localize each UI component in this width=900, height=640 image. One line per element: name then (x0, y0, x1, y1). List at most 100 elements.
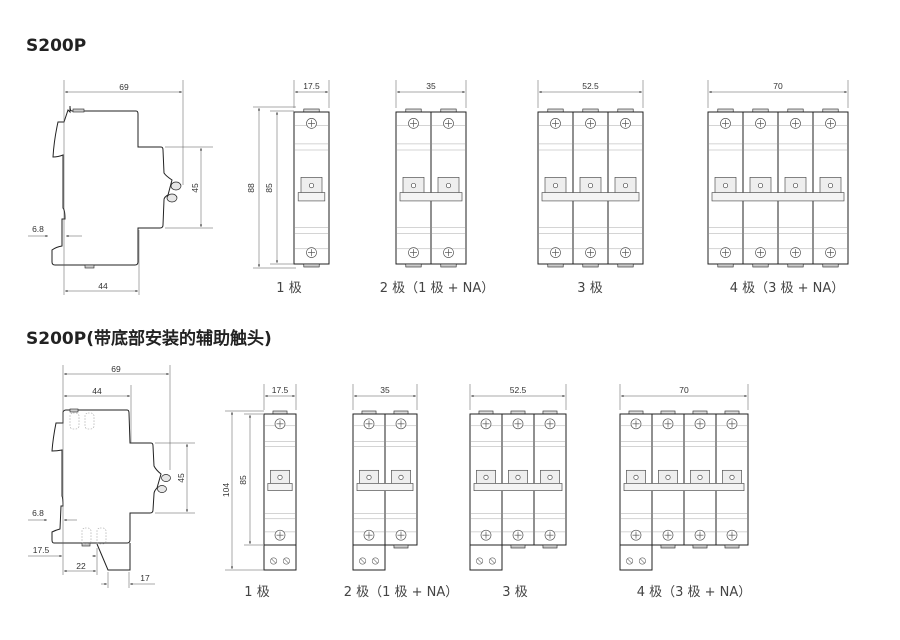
bottom-latch (81, 542, 91, 547)
top-latch (72, 108, 85, 113)
pole-caption: 1 极 (276, 281, 301, 296)
pole-module (715, 410, 749, 549)
aux-hidden-top-1 (69, 412, 80, 430)
toggle-handle (356, 483, 414, 491)
dim-height-inner: 85 (238, 475, 248, 485)
bottom-latch (752, 263, 769, 268)
aux-contact-block (619, 544, 653, 571)
bottom-latch (822, 263, 839, 268)
front-view-4-pole: 704 极（3 极 + NA） (707, 80, 849, 296)
pole-module (263, 410, 297, 546)
pole-module (812, 108, 849, 268)
front-views-s200p-aux: 17.51 极 35 2 极（1 极 + NA） 52.53 极 70 4 极（3 极 +… (244, 384, 751, 600)
dim-width: 52.5 (582, 81, 599, 91)
bottom-latch (440, 263, 457, 268)
toggle-handle (541, 192, 640, 202)
toggle-handle (297, 192, 326, 202)
pole-module (683, 410, 717, 549)
height-dimensions-s200p-aux (225, 410, 264, 571)
dim-width: 35 (426, 81, 436, 91)
front-view-1-pole: 17.5 1 极 (276, 80, 330, 296)
bottom-latch (303, 263, 320, 268)
pole-module (707, 108, 744, 268)
bottom-latch (582, 263, 599, 268)
side-view-outline (51, 409, 162, 544)
bottom-latch (717, 263, 734, 268)
indicator-icon (722, 183, 728, 189)
aux-screw-icon (638, 557, 646, 565)
width-dimension (469, 384, 567, 410)
pole-caption: 2 极（1 极 + NA） (344, 585, 459, 600)
aux-contact-block (263, 544, 297, 571)
toggle-knob-lower (157, 485, 167, 493)
dim-overall-depth: 69 (119, 82, 129, 92)
pole-module (619, 410, 653, 546)
dim-width: 35 (380, 385, 390, 395)
width-dimension (619, 384, 749, 410)
dim-aux-width: 17 (140, 573, 150, 583)
bottom-latch (542, 544, 558, 549)
width-dimension (352, 384, 418, 410)
front-views-s200p: 17.5 1 极 352 极（1 极 + NA） 52.53 极 704 极（3 极 +… (276, 80, 849, 296)
front-view-3-pole: 52.53 极 (469, 384, 567, 600)
pole-module (777, 108, 814, 268)
aux-screw-icon (371, 557, 379, 565)
indicator-icon (515, 474, 521, 480)
toggle-handle (399, 192, 463, 202)
toggle-knob-upper (161, 474, 171, 482)
pole-module (537, 108, 574, 268)
dim-height-inner: 85 (264, 183, 274, 193)
indicator-icon (792, 183, 798, 189)
aux-screw-icon (626, 557, 634, 565)
dim-body-depth: 44 (92, 386, 102, 396)
indicator-icon (277, 474, 283, 480)
indicator-icon (757, 183, 763, 189)
aux-screw-icon (282, 557, 290, 565)
toggle-knob-upper (170, 181, 182, 191)
pole-module (469, 410, 503, 546)
aux-hidden-bottom-1 (81, 527, 92, 545)
section-title-s200p-aux: S200P(带底部安装的辅助触头) (26, 329, 272, 349)
dim-width: 52.5 (510, 385, 527, 395)
side-view-outline (51, 105, 173, 266)
aux-screw-icon (270, 557, 278, 565)
indicator-icon (552, 183, 558, 189)
width-dimension (537, 80, 644, 108)
dim-width: 17.5 (303, 81, 320, 91)
side-view-s200p-aux (51, 408, 171, 571)
pole-caption: 4 极（3 极 + NA） (637, 585, 752, 600)
indicator-icon (587, 183, 593, 189)
top-latch (69, 408, 79, 413)
toggle-handle (473, 483, 563, 491)
width-dimension (707, 80, 849, 108)
front-view-1-pole: 17.51 极 (244, 384, 297, 600)
dim-width: 70 (773, 81, 783, 91)
indicator-icon (483, 474, 489, 480)
dim-overall-depth: 69 (111, 364, 121, 374)
dim-height-outer: 88 (246, 183, 256, 193)
bottom-latch (787, 263, 804, 268)
front-view-3-pole: 52.53 极 (537, 80, 644, 296)
dim-rail-offset: 6.8 (32, 224, 44, 234)
bottom-latch (617, 263, 634, 268)
toggle-knob-lower (166, 193, 178, 203)
dim-width: 70 (679, 385, 689, 395)
aux-contact-outline (96, 543, 131, 571)
front-view-2-pole: 35 2 极（1 极 + NA） (344, 384, 459, 600)
width-dimension (263, 384, 297, 410)
indicator-icon (827, 183, 833, 189)
front-view-4-pole: 70 4 极（3 极 + NA） (619, 384, 752, 600)
pole-module (293, 108, 330, 268)
indicator-icon (665, 474, 671, 480)
indicator-icon (366, 474, 372, 480)
dim-front-height: 45 (176, 473, 186, 483)
width-dimension (293, 80, 330, 108)
toggle-handle (623, 483, 745, 491)
front-view-2-pole: 352 极（1 极 + NA） (380, 80, 494, 296)
bottom-latch (660, 544, 676, 549)
aux-screw-icon (359, 557, 367, 565)
pole-module (384, 410, 418, 549)
bottom-latch (84, 264, 95, 269)
pole-module (533, 410, 567, 549)
dim-height-outer: 104 (221, 483, 231, 497)
